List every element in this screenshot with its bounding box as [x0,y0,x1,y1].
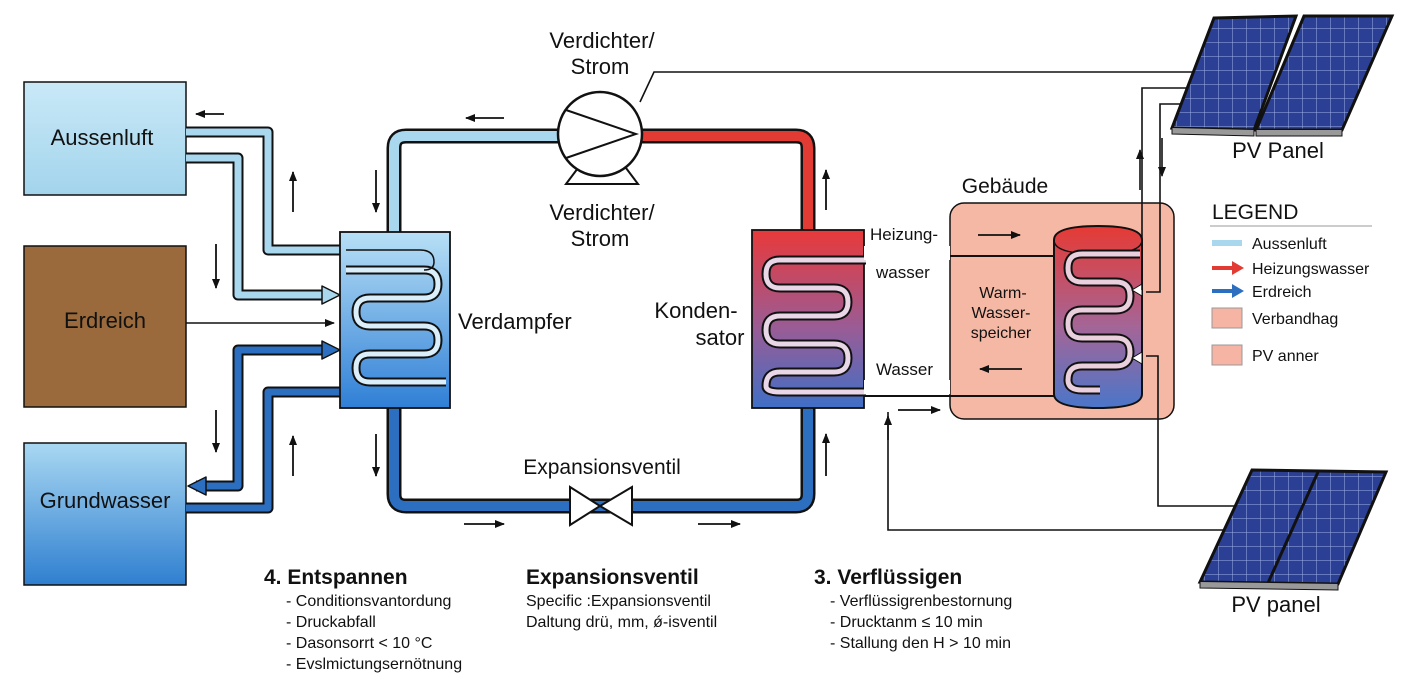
storage-tank [1053,224,1143,410]
step-title: Expansionsventil [526,566,699,589]
storage-label-2: Wasser- [972,305,1031,322]
compressor-bottom-label-1: Verdichter/ [549,200,655,225]
source-pipes [186,126,341,514]
heating-water-lines [864,246,1070,397]
condenser-label-2: sator [696,325,745,350]
step-line: Daltung drü, mm, ǿ-isventil [526,614,717,631]
step-line: Specific :Expansionsventil [526,593,711,610]
step-line: - Conditionsvantordung [286,593,451,610]
step-2: 3. Verflüssigen - Verflüssigrenbestornung… [814,566,1012,652]
condenser [751,229,866,409]
pv-panel-top [1169,14,1395,137]
legend-swatch [1212,240,1242,246]
evaporator-label: Verdampfer [458,309,572,334]
source-flow-arrows [195,110,297,476]
legend-item-1: Heizungswasser [1212,261,1370,278]
evaporator [339,231,451,409]
grundwasser-label: Grundwasser [40,488,171,513]
condenser-label-1: Konden- [654,298,737,323]
step-descriptions: 4. Entspannen - Conditionsvantordung - Dru… [264,566,1012,673]
water-label: Wasser [876,360,933,379]
compressor-top-label-2: Strom [571,54,630,79]
grundwasser-box: Grundwasser [23,442,187,586]
step-title: 4. Entspannen [264,566,408,589]
pv-panel-bottom [1197,468,1389,591]
compressor-bottom-label-2: Strom [571,226,630,251]
legend-item-0: Aussenluft [1212,236,1327,253]
erdreich-box: Erdreich [23,245,187,408]
erdreich-label: Erdreich [64,308,146,333]
step-line: - Stallung den H > 10 min [830,635,1011,652]
storage-label-3: speicher [971,325,1032,342]
building-label: Gebäude [962,175,1048,198]
legend-swatch [1212,289,1234,293]
aussenluft-box: Aussenluft [23,81,187,196]
legend-arrow-icon [1232,261,1244,275]
refrigerant-loop [386,128,816,514]
step-line: - Verflüssigrenbestornung [830,593,1012,610]
heating-flow-arrows [898,231,1022,414]
legend-label: Heizungswasser [1252,261,1370,278]
legend: LEGEND AussenluftHeizungswasserErdreichV… [1210,201,1372,366]
compressor-top-label-1: Verdichter/ [549,28,655,53]
legend-title: LEGEND [1212,201,1298,224]
legend-label: Erdreich [1252,284,1312,301]
step-0: 4. Entspannen - Conditionsvantordung - Dru… [264,566,462,673]
aussenluft-label: Aussenluft [51,125,154,150]
legend-item-3: Verbandhag [1211,307,1338,329]
expansion-valve-label: Expansionsventil [523,456,681,479]
step-title: 3. Verflüssigen [814,566,962,589]
step-line: - Drucktanm ≤ 10 min [830,614,983,631]
step-line: - Druckabfall [286,614,376,631]
heating-water-label-2: wasser [875,263,930,282]
pv-top-label: PV Panel [1232,138,1324,163]
legend-swatch [1212,266,1234,270]
refrigerant-flow-arrows [372,114,830,528]
legend-label: PV anner [1252,348,1319,365]
heating-water-label-1: Heizung- [870,225,938,244]
storage-label-1: Warm- [979,285,1026,302]
legend-item-2: Erdreich [1212,284,1312,301]
compressor [556,90,644,185]
legend-arrow-icon [1232,284,1244,298]
expansion-valve [569,485,633,527]
step-line: - Dasonsorrt < 10 °C [286,635,432,652]
legend-item-4: PV anner [1211,344,1319,366]
step-line: - Evslmictungsernötnung [286,656,462,673]
legend-swatch [1211,344,1243,366]
pv-bottom-label: PV panel [1231,592,1320,617]
legend-label: Verbandhag [1252,311,1338,328]
legend-swatch [1211,307,1243,329]
legend-label: Aussenluft [1252,236,1327,253]
